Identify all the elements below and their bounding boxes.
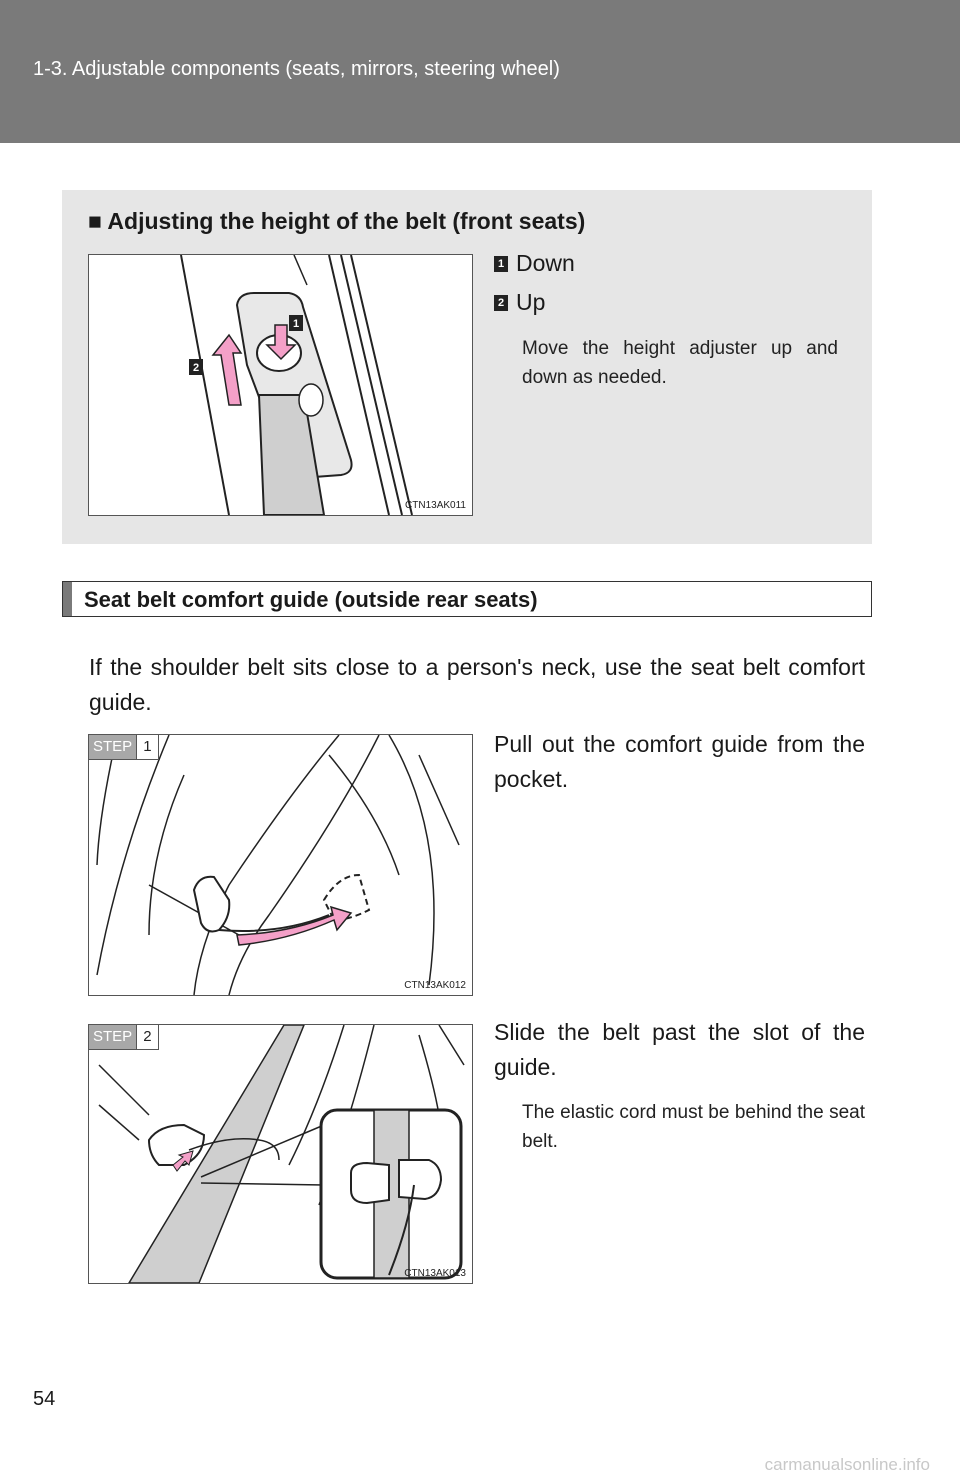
legend-item-up: 2 Up: [494, 289, 545, 316]
legend-label: Down: [516, 250, 575, 276]
step-label: STEP: [89, 735, 137, 759]
step-label: STEP: [89, 1025, 137, 1049]
step2-illustration: STEP 2 CTN13AK013: [88, 1024, 473, 1284]
height-adjuster-illustration: 1 2 CTN13AK011: [88, 254, 473, 516]
height-note: Move the height adjuster up and down as …: [522, 338, 838, 388]
svg-text:1: 1: [293, 318, 299, 330]
legend-label: Up: [516, 289, 546, 315]
step1-text: Pull out the comfort guide from the pock…: [494, 731, 865, 792]
chapter-title: 1-3. Adjustable components (seats, mirro…: [33, 58, 560, 80]
figure-code: CTN13AK011: [405, 500, 466, 511]
legend-item-down: 1 Down: [494, 250, 575, 277]
number-badge: 1: [494, 255, 508, 272]
number-badge: 2: [494, 294, 508, 311]
step2-text: Slide the belt past the slot of the guid…: [494, 1019, 865, 1080]
step-badge: STEP 2: [89, 1025, 159, 1050]
page-number: 54: [33, 1388, 56, 1410]
step2-note: The elastic cord must be behind the seat…: [522, 1102, 865, 1152]
step-number: 1: [136, 735, 158, 759]
intro-paragraph: If the shoulder belt sits close to a per…: [89, 654, 865, 715]
heading-bar: [63, 582, 72, 616]
step1-illustration: STEP 1 CTN13AK012: [88, 734, 473, 996]
section-heading: Seat belt comfort guide (outside rear se…: [62, 581, 872, 617]
step-number: 2: [136, 1025, 158, 1049]
section-heading-text: Seat belt comfort guide (outside rear se…: [84, 587, 538, 612]
step-badge: STEP 1: [89, 735, 159, 760]
watermark: carmanualsonline.info: [764, 1455, 930, 1474]
svg-text:2: 2: [193, 362, 199, 374]
chapter-header: 1-3. Adjustable components (seats, mirro…: [0, 0, 960, 143]
figure-code: CTN13AK012: [404, 980, 466, 991]
figure-code: CTN13AK013: [404, 1268, 466, 1279]
box-title: ■ Adjusting the height of the belt (fron…: [88, 208, 586, 234]
